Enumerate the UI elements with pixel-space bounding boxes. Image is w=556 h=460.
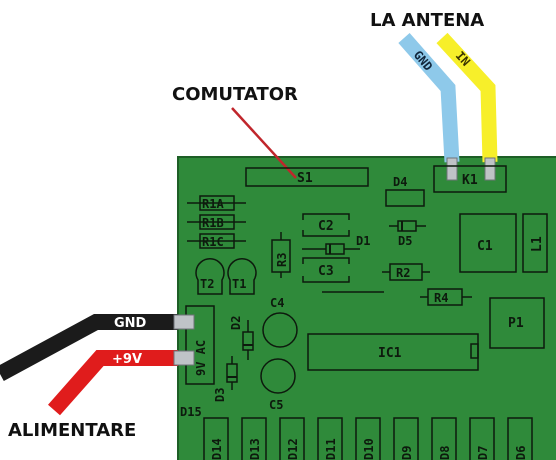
label-r3: R3 (275, 253, 289, 267)
label-d1: D1 (356, 234, 370, 248)
diode-d13 (241, 417, 267, 460)
switch-leader-line (231, 107, 297, 179)
diode-d14 (203, 417, 229, 460)
label-p1: P1 (508, 316, 524, 331)
transistor-t2 (195, 258, 225, 295)
resistor-r1c (199, 233, 235, 249)
pcb-board (177, 156, 556, 460)
label-c1: C1 (477, 239, 493, 254)
label-s1: S1 (297, 171, 313, 186)
resistor-group-r1: R1A R1B R1C (187, 195, 246, 249)
label-r2: R2 (396, 266, 410, 280)
diode-d5 (397, 220, 417, 232)
power-plus-label: +9V (112, 352, 142, 367)
diode-d9 (393, 417, 419, 460)
diode-d3 (226, 363, 238, 383)
label-r1c: R1C (202, 235, 224, 249)
label-t2: T2 (200, 277, 214, 291)
diode-d6 (507, 417, 533, 460)
power-plus-wire (48, 350, 178, 416)
capacitor-c3 (302, 257, 350, 283)
label-ic1: IC1 (378, 346, 402, 361)
antenna-gnd-pin (446, 157, 458, 181)
diode-d8 (431, 417, 457, 460)
diode-d4 (385, 189, 425, 207)
label-d15: D15 (180, 405, 202, 419)
power-gnd-label: GND (114, 316, 147, 331)
label-d7: D7 (476, 446, 490, 460)
label-d12: D12 (286, 438, 300, 460)
label-d14: D14 (210, 438, 224, 460)
resistor-r1b (199, 214, 235, 230)
antenna-title: LA ANTENA (370, 10, 484, 31)
label-r4: R4 (434, 291, 448, 305)
capacitor-c4 (262, 312, 298, 348)
diode-d12 (279, 417, 305, 460)
power-plus-pin (173, 350, 195, 366)
resistor-r1a (199, 195, 235, 211)
label-d6: D6 (514, 446, 528, 460)
bottom-diode-row: D14 D13 D12 D11 D10 D9 D8 D7 D6 (203, 417, 533, 460)
label-c5: C5 (269, 398, 283, 412)
label-k1: K1 (462, 173, 478, 188)
label-r1b: R1B (202, 216, 224, 230)
label-d3: D3 (213, 388, 227, 402)
label-terminal: 9V AC (194, 340, 208, 376)
label-d11: D11 (324, 438, 338, 460)
switch-s1 (245, 167, 369, 187)
diode-d7 (469, 417, 495, 460)
capacitor-c2 (302, 213, 350, 237)
terminal-9vac (185, 305, 215, 385)
label-d9: D9 (400, 446, 414, 460)
diode-d2 (242, 331, 254, 351)
capacitor-c5 (260, 358, 296, 394)
antenna-in-wire (436, 32, 498, 163)
potentiometer-p1 (489, 297, 545, 349)
connector-k1 (433, 165, 507, 193)
label-d10: D10 (362, 438, 376, 460)
resistor-r2 (389, 263, 423, 281)
diode-d11 (317, 417, 343, 460)
label-d8: D8 (438, 446, 452, 460)
power-gnd-pin (173, 314, 195, 330)
label-d5: D5 (398, 234, 412, 248)
power-gnd-wire (0, 314, 178, 382)
antenna-gnd-wire (398, 33, 460, 163)
label-d2: D2 (229, 316, 243, 330)
switch-callout: COMUTATOR (172, 84, 298, 105)
diode-d10 (355, 417, 381, 460)
label-d4: D4 (393, 175, 407, 189)
transistor-t1 (227, 258, 257, 295)
resistor-r4 (427, 288, 463, 306)
label-c2: C2 (318, 219, 334, 234)
label-c4: C4 (270, 296, 284, 310)
label-r1a: R1A (202, 197, 224, 211)
power-title: ALIMENTARE (8, 420, 136, 441)
label-l1: L1 (530, 236, 545, 252)
diode-d1 (325, 243, 345, 255)
capacitor-c1 (459, 213, 517, 273)
label-d13: D13 (248, 438, 262, 460)
resistor-r3 (271, 239, 291, 273)
label-c3: C3 (318, 264, 334, 279)
antenna-in-pin (484, 157, 496, 181)
label-t1: T1 (232, 277, 246, 291)
inductor-l1 (522, 213, 548, 273)
